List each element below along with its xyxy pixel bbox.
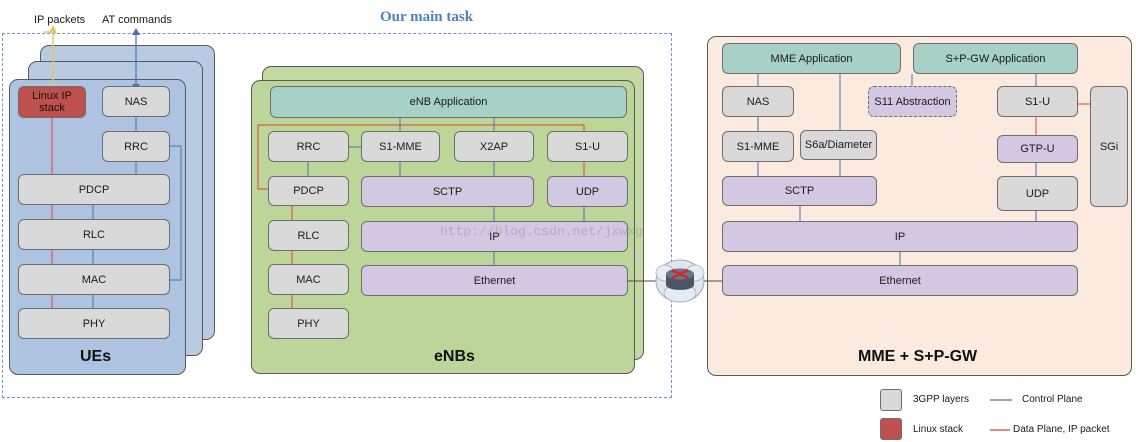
sgi-box: SGi xyxy=(1090,86,1128,207)
enb-ip-box: IP xyxy=(361,221,628,252)
mme-application-box: MME Application xyxy=(722,43,901,74)
ip-packets-label: IP packets xyxy=(34,14,86,26)
mme-s1mme-box: S1-MME xyxy=(722,131,794,162)
enb-s1mme-box: S1-MME xyxy=(361,131,440,162)
mme-ip-box: IP xyxy=(722,221,1078,252)
spgw-application-box: S+P-GW Application xyxy=(913,43,1078,74)
mme-nas-box: NAS xyxy=(722,86,794,117)
enb-rlc-box: RLC xyxy=(268,220,349,251)
enb-phy-box: PHY xyxy=(268,308,349,339)
ue-nas-box: NAS xyxy=(102,86,170,117)
task-title: Our main task xyxy=(380,9,474,25)
main-task-frame xyxy=(2,33,672,398)
enb-sctp-box: SCTP xyxy=(361,176,534,207)
s6a-diameter-box: S6a/Diameter xyxy=(800,130,877,160)
enb-x2ap-box: X2AP xyxy=(454,131,534,162)
s11-abstraction-box: S11 Abstraction xyxy=(868,86,957,117)
legend-data-plane-label: Data Plane, IP packet xyxy=(1013,424,1110,435)
mme-s1u-box: S1-U xyxy=(997,86,1078,117)
legend-3gpp-swatch xyxy=(880,389,902,411)
ue-rlc-box: RLC xyxy=(18,219,170,250)
ue-rrc-box: RRC xyxy=(102,131,170,162)
ue-title: UEs xyxy=(80,348,112,365)
ue-pdcp-box: PDCP xyxy=(18,174,170,205)
enb-ethernet-box: Ethernet xyxy=(361,265,628,296)
enb-rrc-box: RRC xyxy=(268,131,349,162)
mme-ethernet-box: Ethernet xyxy=(722,265,1078,296)
mme-udp-box: UDP xyxy=(997,176,1078,211)
enb-s1u-box: S1-U xyxy=(547,131,628,162)
router-icon xyxy=(655,255,705,307)
enb-title: eNBs xyxy=(434,348,475,365)
mme-title: MME + S+P-GW xyxy=(858,348,978,365)
legend-linux-swatch xyxy=(880,418,902,440)
legend-linux-label: Linux stack xyxy=(913,424,964,435)
at-commands-label: AT commands xyxy=(102,14,172,26)
ue-mac-box: MAC xyxy=(18,264,170,295)
enb-udp-box: UDP xyxy=(547,176,628,207)
legend-control-plane-label: Control Plane xyxy=(1022,394,1083,405)
mme-sctp-box: SCTP xyxy=(722,176,877,206)
watermark-text: http://blog.csdn.net/jxwxg xyxy=(440,224,643,239)
enb-mac-box: MAC xyxy=(268,264,349,295)
enb-application-box: eNB Application xyxy=(270,86,627,118)
gtpu-box: GTP-U xyxy=(997,135,1078,163)
enb-pdcp-box: PDCP xyxy=(268,176,349,206)
ue-linux-ip-stack-box: Linux IP stack xyxy=(18,86,86,118)
ue-phy-box: PHY xyxy=(18,308,170,339)
legend-3gpp-label: 3GPP layers xyxy=(913,394,969,405)
